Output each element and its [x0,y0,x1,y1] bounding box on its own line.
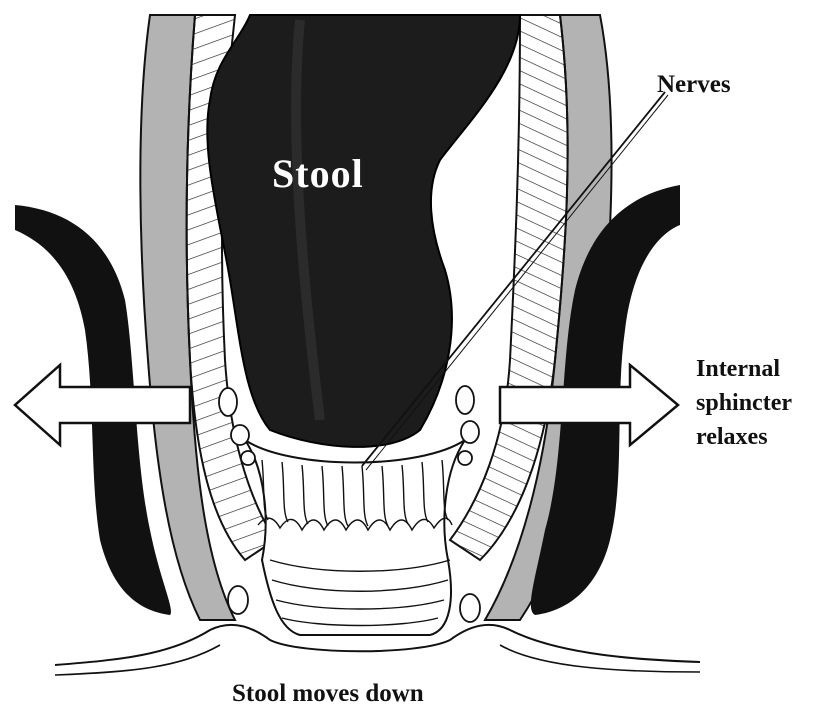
internal-sphincter-line-1: Internal [696,352,825,386]
stool-moves-down-label: Stool moves down [232,680,424,708]
stool-mass [207,15,520,447]
internal-sphincter-label: Internal sphincter relaxes [696,352,825,454]
internal-sphincter-line-3: relaxes [696,420,825,454]
internal-sphincter-line-2: sphincter [696,386,825,420]
anal-canal [245,440,465,635]
stool-label: Stool [272,150,364,197]
skin-outline-2 [55,645,700,675]
nerves-label: Nerves [657,71,731,99]
